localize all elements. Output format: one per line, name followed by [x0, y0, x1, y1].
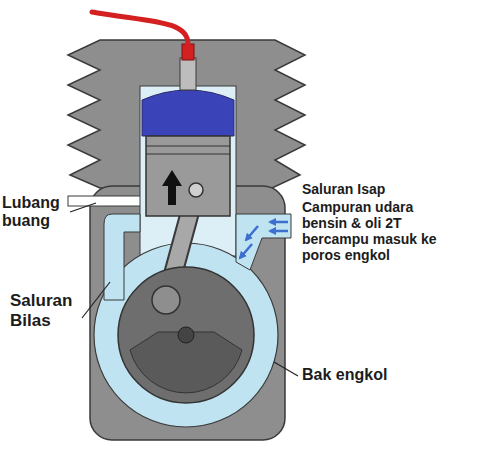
part-label: Bak engkol: [302, 366, 432, 384]
crank-web: [118, 267, 254, 403]
transfer-channel: [104, 214, 140, 300]
note-text: Campuran udara bensin & oli 2T bercampu …: [302, 199, 452, 263]
combustion-chamber: [142, 90, 234, 136]
part-label: Lubang buang: [2, 194, 72, 231]
exhaust-port: [68, 196, 142, 206]
spark-plug-wire: [92, 12, 188, 44]
motion-arrow: [162, 170, 182, 205]
piston-pin: [189, 183, 203, 197]
piston: [146, 136, 230, 216]
crankshaft-center: [178, 327, 194, 343]
leader-lines: [70, 203, 298, 376]
part-label: Saluran Isap: [302, 181, 492, 197]
piston-ring: [146, 153, 230, 154]
crank-pin: [152, 286, 180, 314]
spark-plug: [180, 58, 196, 90]
part-label: Saluran Bilas: [10, 291, 90, 330]
flow-arrows: [240, 222, 288, 258]
piston-ring: [146, 145, 230, 146]
intake-channel: [236, 214, 291, 270]
